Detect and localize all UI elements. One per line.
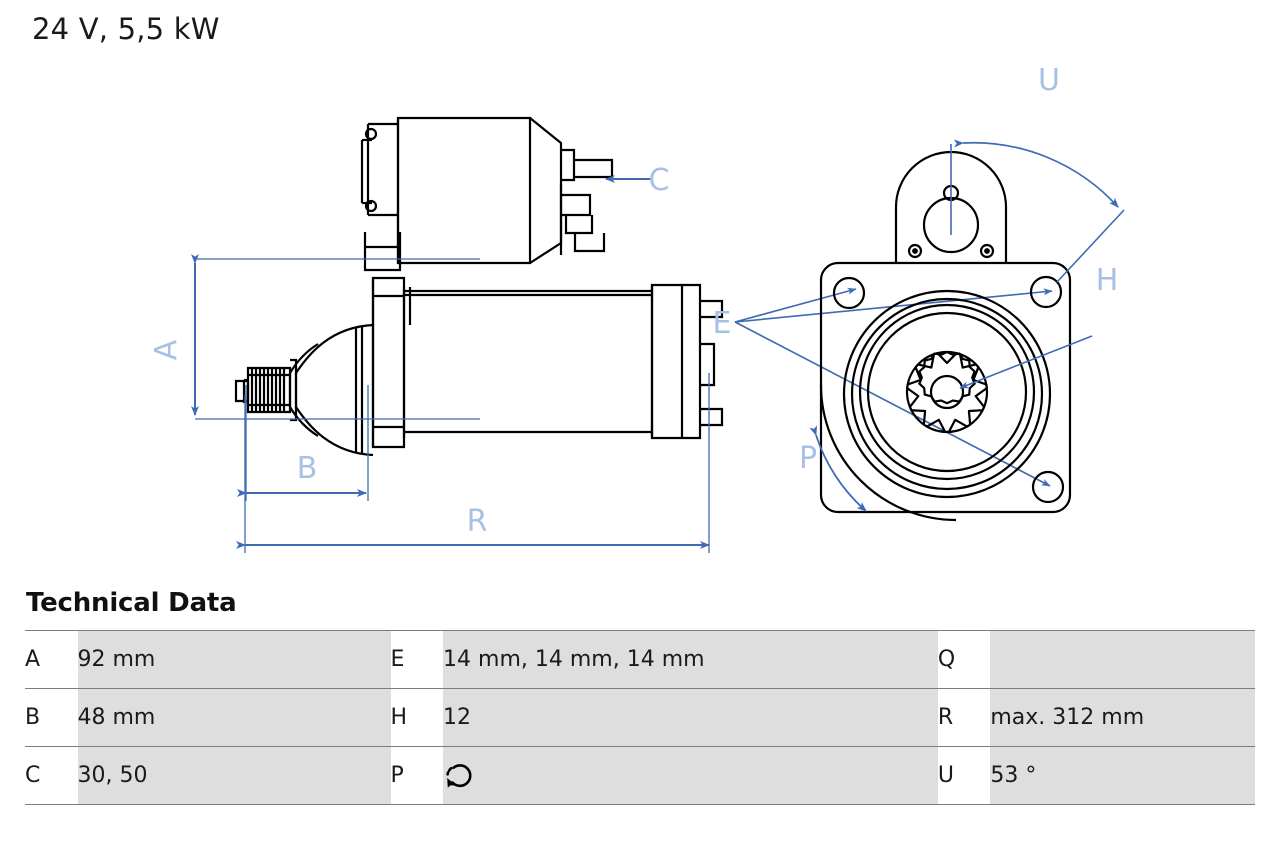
dimensions-side-view: [191, 175, 1053, 553]
pinion-gear-teeth: [906, 352, 988, 434]
row-key-p: P: [390, 746, 444, 805]
row-value-e: 14 mm, 14 mm, 14 mm: [443, 630, 938, 689]
row-key-e: E: [390, 630, 444, 689]
dimension-label-p: P: [799, 441, 817, 476]
row-key-c: C: [25, 746, 78, 805]
dimension-labels-side-view: A B C E R: [149, 163, 731, 539]
motor-body: [404, 283, 724, 440]
row-value-a: 92 mm: [77, 630, 391, 689]
row-value-p: [443, 746, 938, 805]
row-key-h: H: [390, 688, 444, 747]
dimensions-end-view: [809, 139, 1125, 512]
page-title: 24 V, 5,5 kW: [32, 12, 220, 46]
side-view-group: [234, 116, 724, 457]
solenoid-assembly: [360, 116, 614, 272]
row-key-q: Q: [937, 630, 991, 689]
dimension-label-c: C: [649, 163, 670, 198]
row-value-u: 53 °: [990, 746, 1255, 805]
dimension-labels-end-view: U H P: [799, 63, 1118, 476]
dimension-label-b: B: [297, 451, 318, 486]
flange-mounting-holes: [832, 275, 1065, 504]
table-row: A 92 mm E 14 mm, 14 mm, 14 mm Q: [25, 630, 1255, 689]
row-value-h: 12: [443, 688, 938, 747]
dimension-label-u: U: [1038, 63, 1060, 98]
drive-bore-rings: [842, 289, 1052, 499]
row-key-u: U: [937, 746, 991, 805]
table-row: B 48 mm H 12 R max. 312 mm: [25, 688, 1255, 747]
rotation-counterclockwise-icon: [443, 761, 477, 791]
row-value-b: 48 mm: [77, 688, 391, 747]
row-key-r: R: [937, 688, 991, 747]
row-value-r: max. 312 mm: [990, 688, 1255, 747]
bell-housing-outline: [819, 384, 957, 522]
table-row: C 30, 50 P U 53 °: [25, 746, 1255, 805]
dimension-label-a: A: [149, 339, 184, 360]
row-value-q: [990, 630, 1255, 689]
row-key-a: A: [25, 630, 78, 689]
dimension-label-h: H: [1096, 263, 1119, 298]
row-value-c: 30, 50: [77, 746, 391, 805]
drive-end-housing: [234, 276, 412, 457]
dimension-label-r: R: [467, 504, 488, 539]
row-key-b: B: [25, 688, 78, 747]
dimension-label-e: E: [713, 306, 732, 341]
starter-motor-drawing: A B C E R: [149, 63, 1125, 553]
technical-data-table: A 92 mm E 14 mm, 14 mm, 14 mm Q B 48 mm …: [25, 630, 1255, 805]
end-view-group: [819, 150, 1072, 522]
technical-data-heading: Technical Data: [26, 588, 237, 618]
